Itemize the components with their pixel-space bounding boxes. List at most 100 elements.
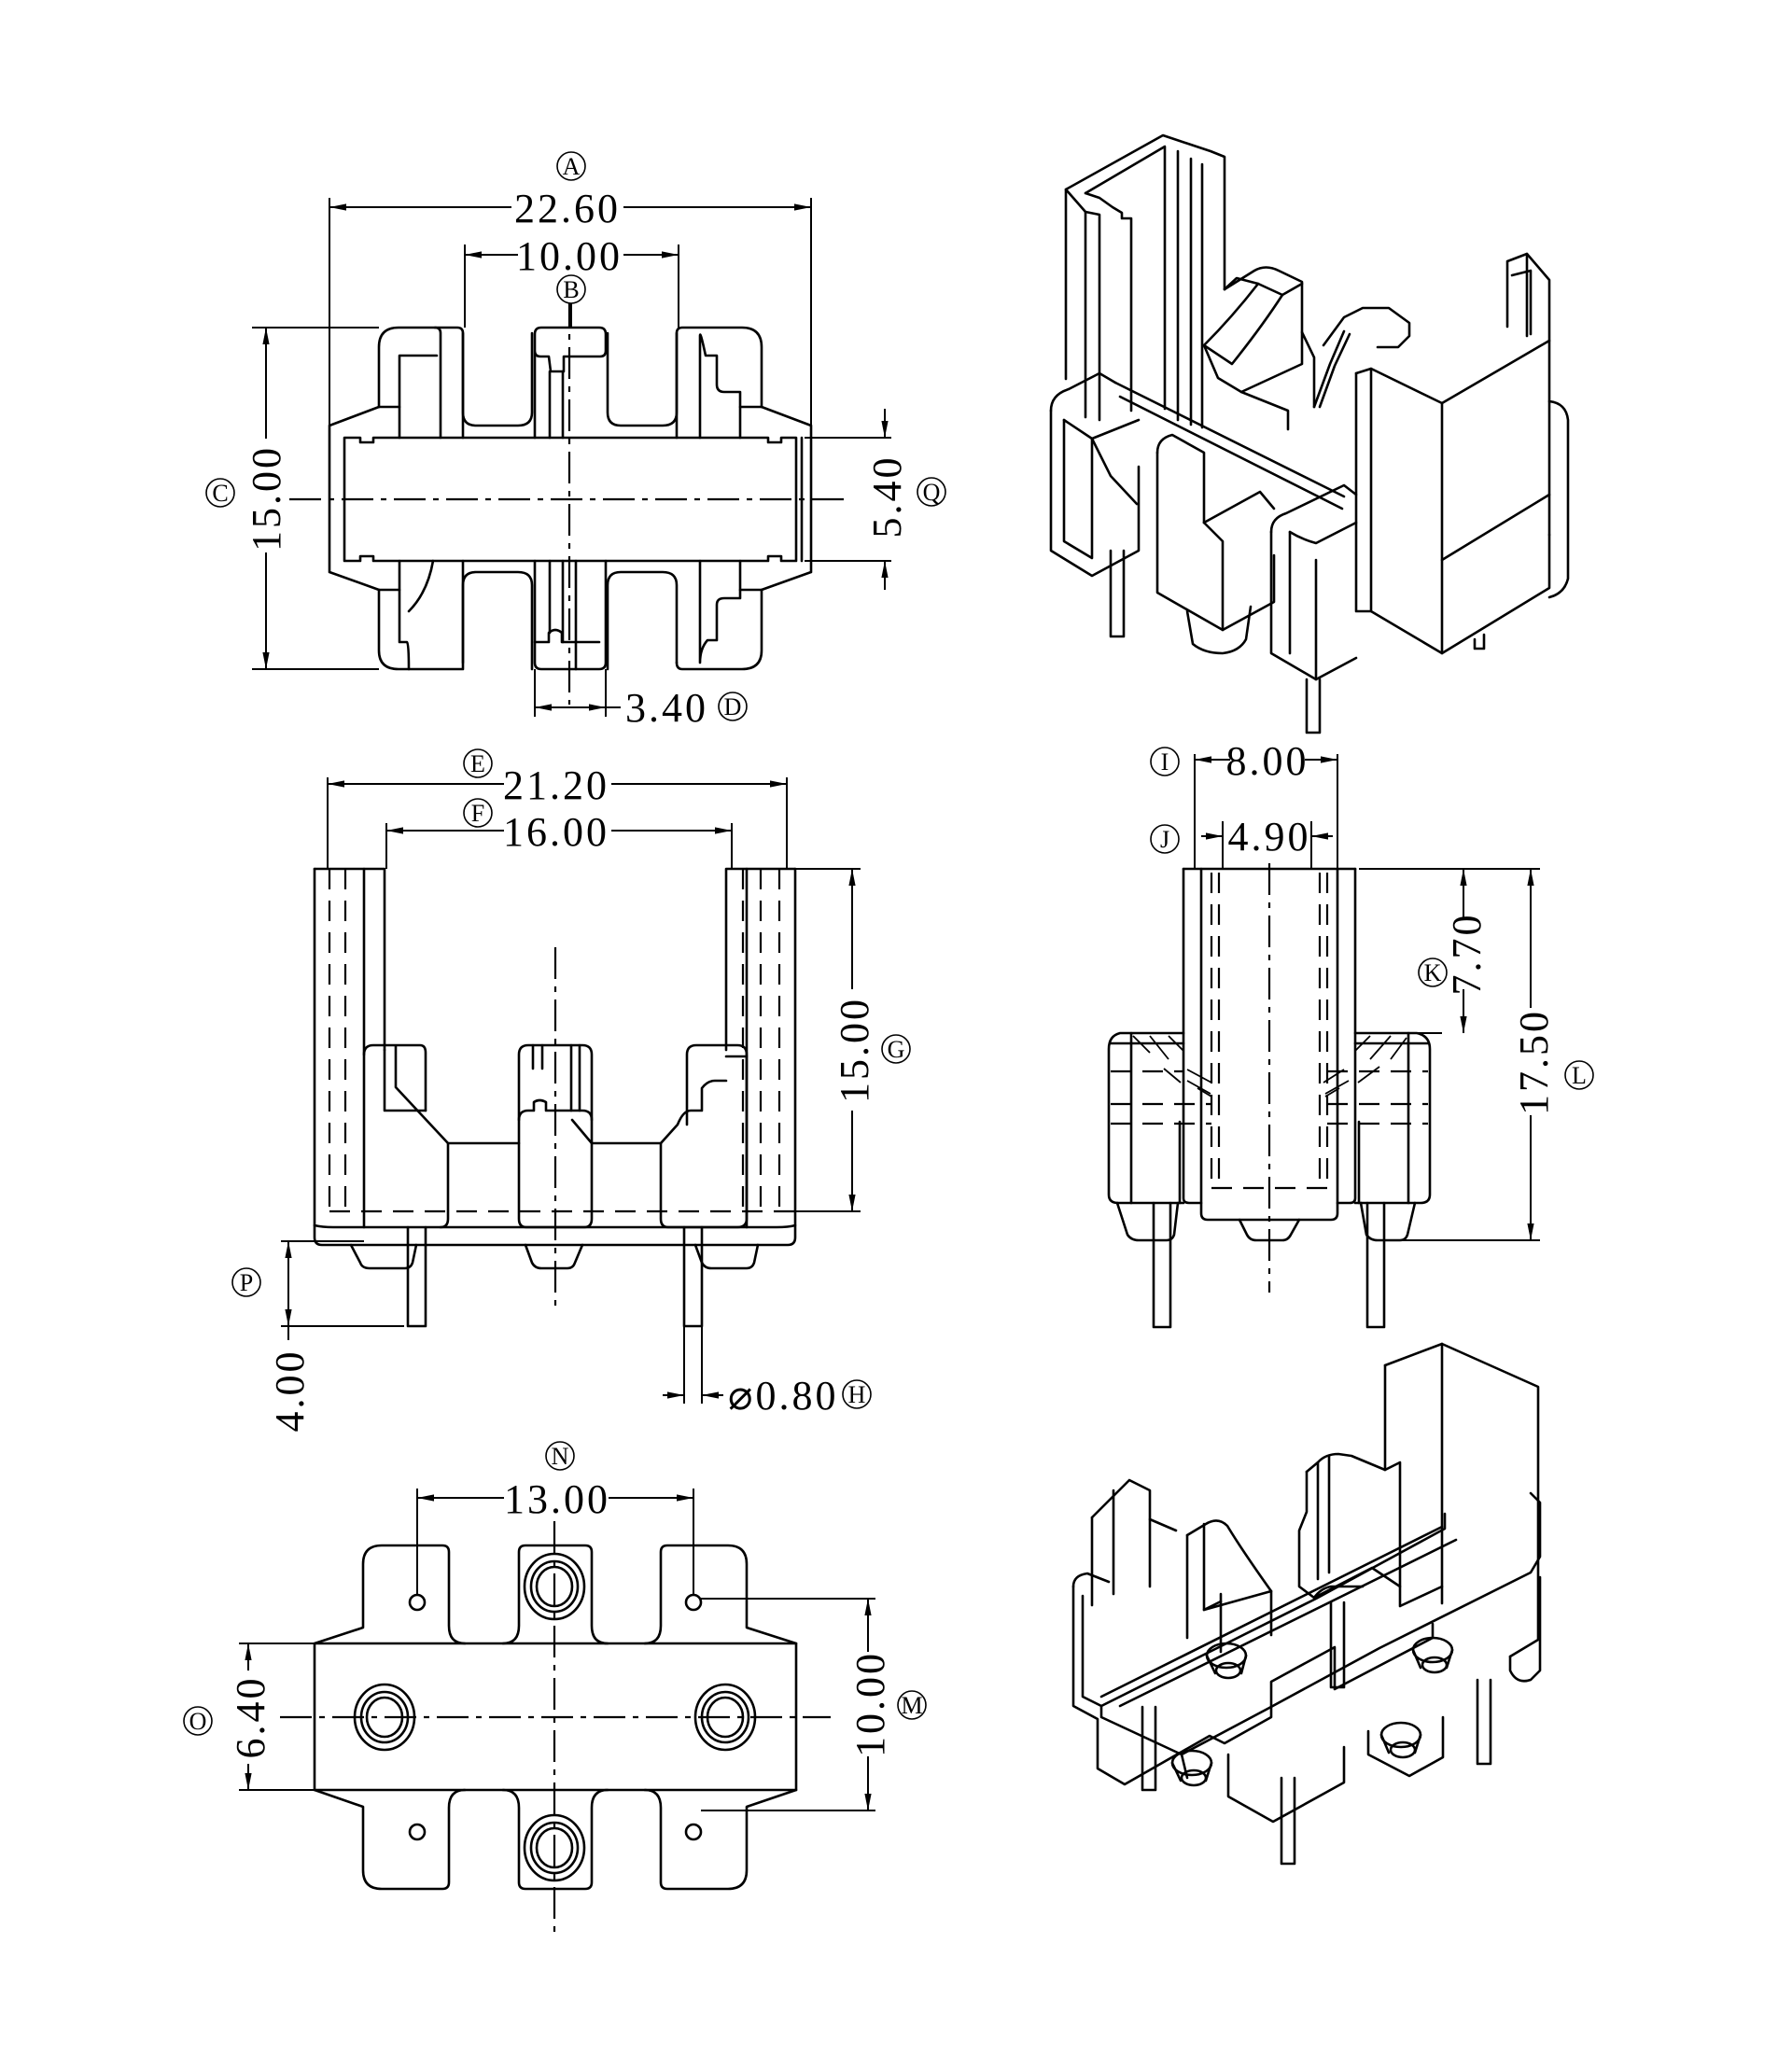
- drawing-stroke: [1129, 1031, 1182, 1205]
- drawing-stroke: [1369, 367, 1444, 655]
- iso-bottom-pin: [1329, 1601, 1346, 1689]
- drawing-stroke: [1508, 1575, 1542, 1683]
- drawing-stroke: [1226, 1745, 1346, 1824]
- dim-i: 8.00 I: [1150, 738, 1338, 869]
- bottom-hole: [408, 1593, 427, 1612]
- drawing-stroke: [917, 477, 946, 507]
- dim-h: ⌀0.80 H: [663, 1326, 872, 1419]
- drawing-stroke: [724, 867, 797, 1052]
- dim-g-value: 15.00: [832, 997, 877, 1103]
- drawing-stroke: [1510, 252, 1533, 338]
- dim-k-value: 7.70: [1444, 913, 1490, 996]
- drawing-stroke: [881, 1034, 911, 1064]
- drawing-stroke: [205, 478, 235, 508]
- drawing-stroke: [1099, 1491, 1542, 1756]
- drawing-stroke: [407, 559, 435, 613]
- drawing-stroke: [675, 326, 763, 440]
- drawing-stroke: [533, 326, 608, 440]
- drawing-stroke: [327, 777, 788, 869]
- dim-i-label: I: [1161, 748, 1169, 776]
- drawing-stroke: [1354, 371, 1373, 613]
- dim-e: 21.20 E: [327, 748, 788, 869]
- drawing-stroke: [313, 867, 386, 1052]
- bottom-view: 13.00 N 6.40 O 10.00 M: [183, 1441, 927, 1932]
- drawing-stroke: [523, 1813, 586, 1882]
- drawing-stroke: [570, 1118, 594, 1145]
- drawing-stroke: [1194, 754, 1338, 869]
- drawing-stroke: [1132, 1035, 1212, 1097]
- drawing-stroke: [1170, 1761, 1213, 1782]
- bottom-hole: [684, 1823, 703, 1841]
- dim-q-label: Q: [923, 479, 941, 506]
- dim-k-label: K: [1424, 959, 1442, 986]
- drawing-stroke: [545, 1441, 575, 1471]
- drawing-stroke: [362, 1043, 450, 1229]
- dim-p-label: P: [240, 1269, 253, 1296]
- drawing-stroke: [701, 1598, 875, 1811]
- dim-h-value: ⌀0.80: [728, 1373, 839, 1419]
- drawing-stroke: [377, 326, 442, 440]
- drawing-stroke: [698, 333, 742, 440]
- dim-g: 15.00 G: [795, 868, 911, 1212]
- isometric-bottom: [1071, 1342, 1542, 1866]
- dim-q-value: 5.40: [864, 455, 910, 538]
- drawing-stroke: [1322, 306, 1411, 349]
- drawing-stroke: [693, 1243, 760, 1270]
- drawing-stroke: [1150, 824, 1180, 854]
- drawing-stroke: [1288, 521, 1358, 545]
- side-view: 8.00 I 4.90 J 7.70 K 17.50: [1107, 738, 1594, 1329]
- dim-j-value: 4.90: [1228, 814, 1311, 860]
- drawing-stroke: [1564, 1060, 1594, 1090]
- drawing-stroke: [463, 748, 493, 778]
- drawing-stroke: [531, 1043, 581, 1112]
- drawing-stroke: [1389, 1740, 1417, 1759]
- drawing-stroke: [313, 1788, 467, 1891]
- iso-bottom-pin: [1476, 1678, 1492, 1766]
- drawing-stroke: [1297, 1470, 1402, 1600]
- drawing-stroke: [1107, 1031, 1185, 1205]
- drawing-stroke: [698, 559, 742, 664]
- drawing-stroke: [1064, 133, 1226, 291]
- iso-bottom-pin: [1280, 1776, 1296, 1866]
- drawing-stroke: [398, 354, 439, 440]
- dim-c: 15.00 C: [205, 327, 379, 670]
- drawing-stroke: [1155, 451, 1276, 632]
- drawing-stroke: [533, 628, 601, 644]
- drawing-stroke: [1336, 867, 1357, 1205]
- drawing-stroke: [463, 798, 493, 828]
- drawing-stroke: [517, 1098, 594, 1122]
- drawing-stroke: [1202, 282, 1284, 366]
- drawing-stroke: [1049, 409, 1141, 578]
- drawing-stroke: [464, 245, 679, 328]
- dim-l-label: L: [1572, 1062, 1587, 1089]
- drawing-stroke: [183, 1706, 213, 1736]
- drawing-stroke: [548, 559, 578, 671]
- dim-e-label: E: [470, 750, 485, 777]
- top-view: 22.60 A 10.00 B 15.00 C 5.40: [205, 151, 946, 731]
- drawing-stroke: [231, 1267, 261, 1297]
- iso-boss: [1411, 1636, 1454, 1674]
- drawing-stroke: [1323, 1035, 1407, 1097]
- drawing-stroke: [1182, 867, 1203, 1205]
- dim-d-label: D: [724, 693, 742, 720]
- dim-o-label: O: [189, 1708, 207, 1735]
- drawing-stroke: [1353, 1031, 1432, 1205]
- side-view-outline: [1107, 867, 1432, 1329]
- drawing-stroke: [433, 326, 465, 440]
- dim-a-value: 22.60: [514, 186, 621, 231]
- drawing-stroke: [1312, 1585, 1365, 1600]
- dim-e-value: 21.20: [503, 762, 609, 808]
- front-pin-left: [406, 1225, 427, 1328]
- bottom-hole: [408, 1823, 427, 1841]
- drawing-stroke: [328, 869, 347, 1211]
- drawing-stroke: [1185, 1522, 1223, 1640]
- front-view-outline: [313, 867, 797, 1328]
- drawing-stroke: [1049, 371, 1117, 412]
- dim-n-label: N: [552, 1443, 569, 1470]
- side-pin-right: [1365, 1201, 1386, 1329]
- drawing-stroke: [383, 1048, 427, 1112]
- dim-o-value: 6.40: [228, 1676, 273, 1759]
- drawing-stroke: [1202, 490, 1276, 524]
- drawing-stroke: [1357, 1031, 1410, 1205]
- dim-g-label: G: [888, 1036, 905, 1063]
